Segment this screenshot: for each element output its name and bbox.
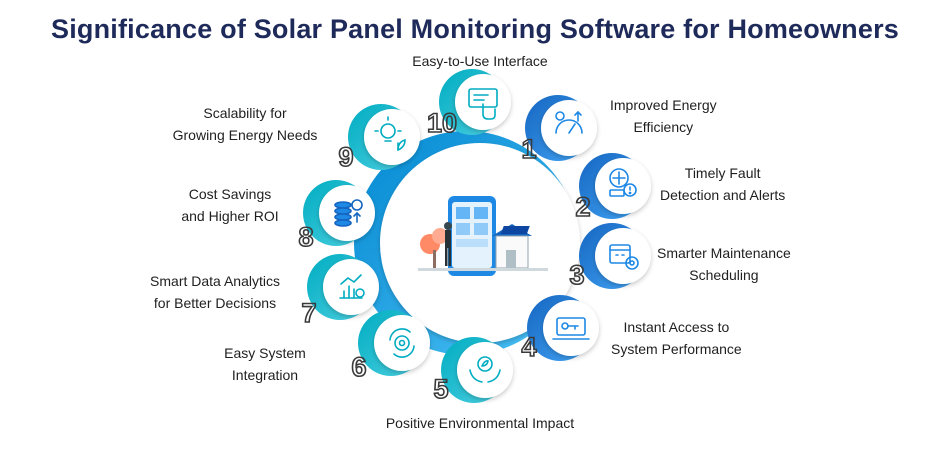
- label-line: Easy-to-Use Interface: [412, 53, 548, 69]
- page-title: Significance of Solar Panel Monitoring S…: [50, 14, 899, 44]
- node-5: 5: [433, 337, 513, 405]
- analytics-chart-icon: [339, 274, 365, 299]
- center-hub: [354, 131, 580, 355]
- label-item-8: Cost Savings and Higher ROI: [170, 183, 290, 227]
- laptop-key-icon: [552, 317, 590, 340]
- calendar-gear-icon: [609, 244, 639, 270]
- node-7: 7: [301, 254, 379, 329]
- node-4: 4: [521, 295, 599, 363]
- node-3: 3: [569, 223, 651, 291]
- number-1: 1: [521, 134, 536, 164]
- label-line: Scalability for: [203, 105, 287, 121]
- label-line: Smarter Maintenance: [657, 245, 791, 261]
- label-line: Timely Fault: [684, 165, 761, 181]
- touch-screen-icon: [468, 88, 498, 120]
- label-line: System Performance: [611, 341, 742, 357]
- number-6: 6: [351, 352, 366, 382]
- number-7: 7: [301, 298, 316, 328]
- bulb-plant-icon: [374, 116, 406, 151]
- node-10: 10: [426, 69, 511, 139]
- label-line: Smart Data Analytics: [150, 273, 280, 289]
- label-line: Positive Environmental Impact: [385, 415, 575, 431]
- label-item-7: Smart Data Analytics for Better Decision…: [130, 270, 300, 314]
- alert-panel-icon: [609, 168, 637, 197]
- label-item-2: Timely Fault Detection and Alerts: [660, 162, 785, 206]
- label-item-6: Easy System Integration: [200, 342, 330, 386]
- node-1: 1: [521, 95, 597, 165]
- label-item-1: Improved Energy Efficiency: [610, 94, 717, 138]
- node-6: 6: [351, 310, 430, 383]
- label-line: Scheduling: [689, 267, 759, 283]
- number-10: 10: [427, 108, 457, 138]
- gear-sync-icon: [389, 328, 415, 358]
- hands-leaf-icon: [469, 356, 501, 383]
- label-item-10: Easy-to-Use Interface: [330, 50, 630, 72]
- number-2: 2: [575, 192, 590, 222]
- lightbulb-gauge-icon: [555, 110, 583, 134]
- label-item-4: Instant Access to System Performance: [611, 316, 742, 360]
- label-line: Easy System: [224, 345, 306, 361]
- smartphone-solar-house-icon: [418, 196, 548, 276]
- coin-stack-icon: [334, 199, 363, 227]
- node-9: 9: [338, 104, 420, 173]
- label-line: Growing Energy Needs: [172, 127, 318, 143]
- number-3: 3: [569, 260, 584, 290]
- label-line: Efficiency: [633, 119, 694, 135]
- label-line: Instant Access to: [623, 319, 730, 335]
- label-item-5: Positive Environmental Impact: [330, 412, 630, 434]
- number-4: 4: [521, 332, 536, 362]
- number-8: 8: [298, 222, 313, 252]
- label-line: Cost Savings: [188, 186, 272, 202]
- number-9: 9: [338, 142, 353, 172]
- label-line: for Better Decisions: [153, 295, 277, 311]
- label-line: Improved Energy: [610, 97, 717, 113]
- number-5: 5: [433, 374, 448, 404]
- label-line: Detection and Alerts: [660, 187, 786, 203]
- label-item-9: Scalability for Growing Energy Needs: [160, 102, 330, 146]
- label-line: Integration: [231, 367, 299, 383]
- label-item-3: Smarter Maintenance Scheduling: [657, 242, 791, 286]
- label-line: and Higher ROI: [181, 208, 279, 224]
- node-8: 8: [298, 180, 375, 253]
- node-2: 2: [575, 153, 651, 223]
